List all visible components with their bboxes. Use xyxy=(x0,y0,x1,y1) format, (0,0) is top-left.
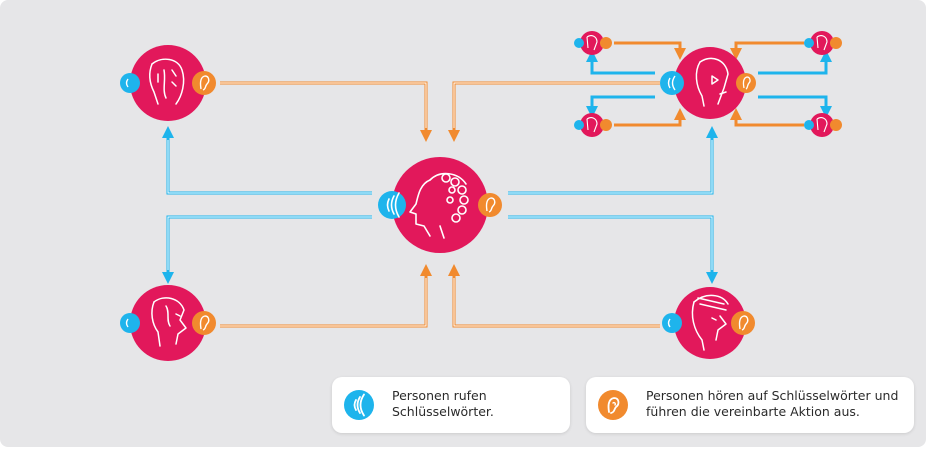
top-left-call-icon xyxy=(120,73,140,93)
bottom-right-call-icon xyxy=(662,313,682,333)
top-left-ear-icon xyxy=(192,71,216,95)
listen-arrow-from-sub-bottom-right xyxy=(730,108,804,127)
bottom-left-ear-icon xyxy=(192,311,216,335)
bottom-right-ear-icon xyxy=(731,311,755,335)
top-right-person-node xyxy=(660,47,756,119)
call-arrow-to-sub-bottom-right xyxy=(758,95,832,118)
listen-arrow-from-sub-top-right xyxy=(730,41,804,60)
legend-call: Personen rufen Schlüsselwörter. xyxy=(332,377,570,433)
legend-listen: Personen hören auf Schlüsselwörter und f… xyxy=(586,377,914,433)
legend-listen-text: Personen hören auf Schlüsselwörter und f… xyxy=(646,388,899,419)
sub-top-right-person-node xyxy=(804,31,842,55)
top-right-ear-icon xyxy=(736,73,756,93)
bottom-left-call-icon xyxy=(120,313,140,333)
listen-arrow-from-sub-bottom-left xyxy=(614,108,686,127)
sound-waves-icon xyxy=(344,390,374,420)
call-arrow-to-sub-bottom-left xyxy=(586,95,655,118)
listen-arrow-from-sub-top-left xyxy=(614,41,686,60)
bottom-right-person-node xyxy=(662,287,755,359)
bottom-left-person-node xyxy=(120,285,216,361)
top-left-person-node xyxy=(120,45,216,121)
center-person-node xyxy=(378,157,502,253)
sub-bottom-left-person-node xyxy=(574,113,612,137)
legend-call-text: Personen rufen Schlüsselwörter. xyxy=(392,388,494,419)
center-ear-icon xyxy=(478,193,502,217)
ear-icon xyxy=(598,390,628,420)
call-arrow-to-sub-top-right xyxy=(758,50,832,75)
call-arrow-to-sub-top-left xyxy=(586,50,655,75)
sub-bottom-right-person-node xyxy=(804,113,842,137)
sub-top-left-person-node xyxy=(574,31,612,55)
